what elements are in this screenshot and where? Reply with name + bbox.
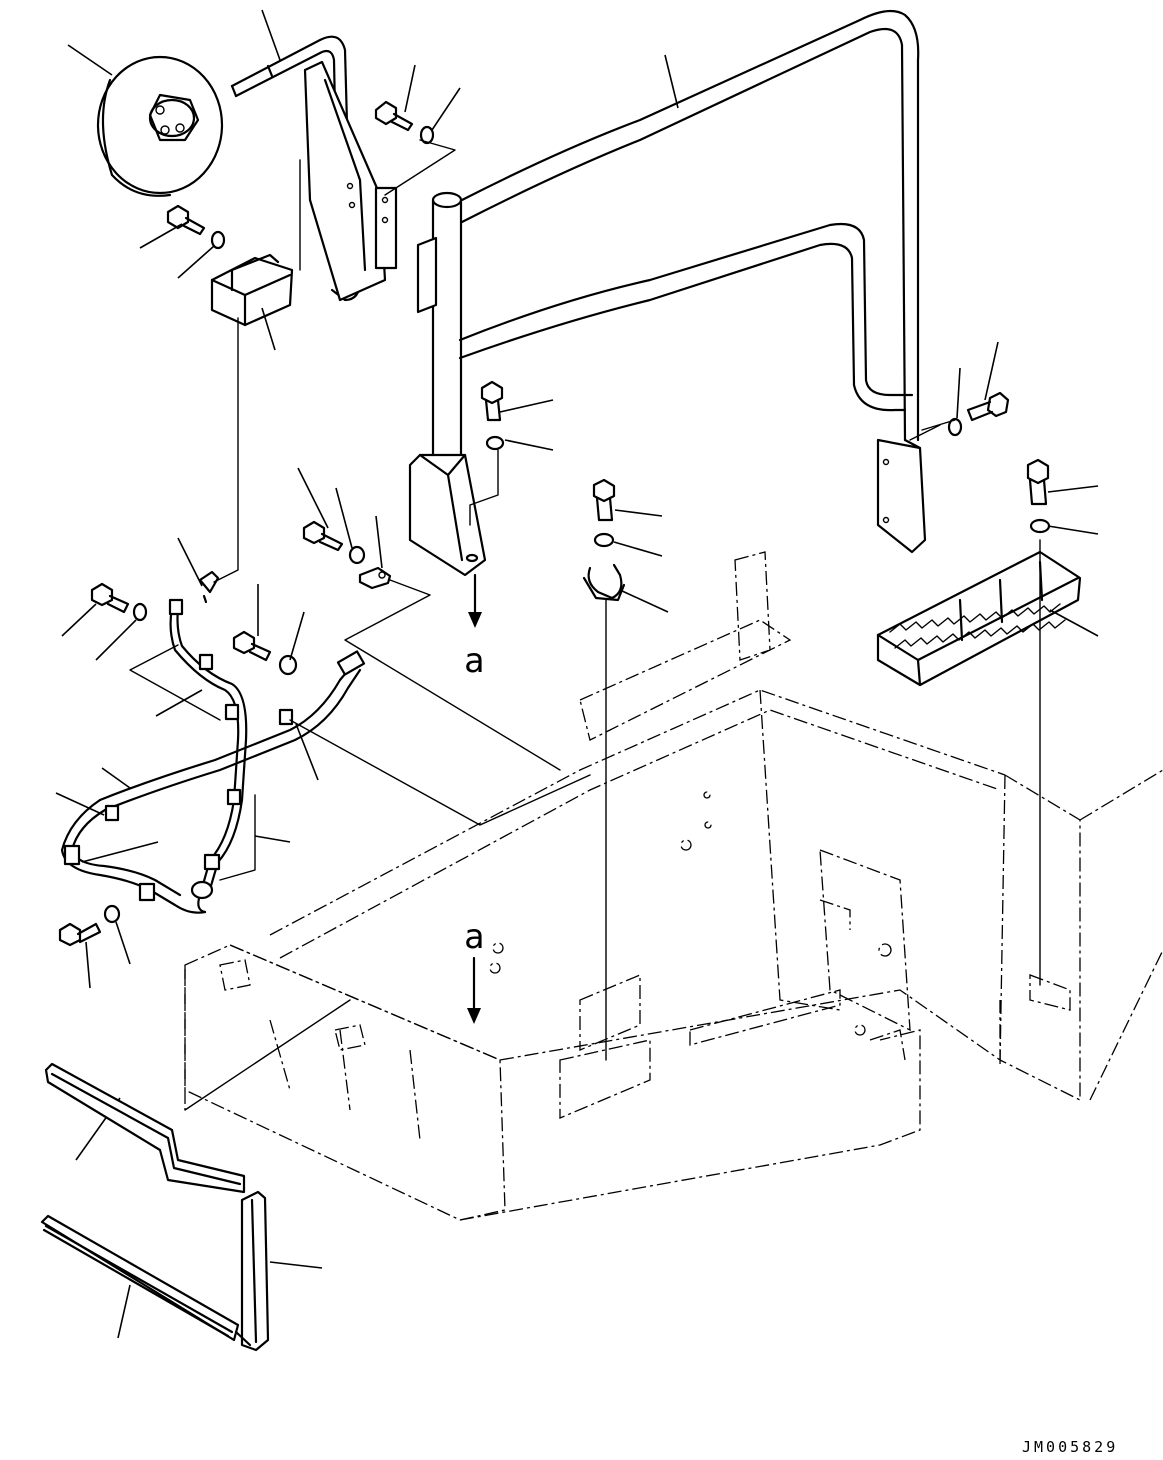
view-marker-top-letter: a <box>464 641 484 681</box>
view-marker-bottom: a <box>464 917 484 1024</box>
seal-vertical <box>234 1190 270 1352</box>
bolt-rail-post <box>480 380 505 451</box>
drawing-code: JM005829 <box>1022 1438 1118 1456</box>
cab-frame-phantom <box>184 551 1163 1221</box>
mirror-stay <box>230 35 398 302</box>
callout-leaders <box>55 9 1099 1339</box>
bolt-left-lower <box>58 904 121 947</box>
clamp-center <box>582 478 626 602</box>
bolt-clip-group <box>302 520 392 590</box>
handrail <box>408 9 927 577</box>
bracket-block <box>166 204 294 327</box>
mirror-assembly <box>96 55 224 197</box>
bolt-stay <box>374 100 435 145</box>
wire-harness <box>60 570 366 914</box>
bolt-rail-right <box>947 391 1010 437</box>
step-assembly <box>876 458 1082 687</box>
view-marker-top: a <box>464 573 484 681</box>
assembly-lines <box>129 139 1041 1111</box>
view-marker-bottom-letter: a <box>464 917 484 957</box>
bolt-left-upper <box>90 582 148 622</box>
seal-lower <box>40 1214 240 1342</box>
seal-upper <box>44 1062 246 1194</box>
bolt-left-mid <box>232 630 298 676</box>
